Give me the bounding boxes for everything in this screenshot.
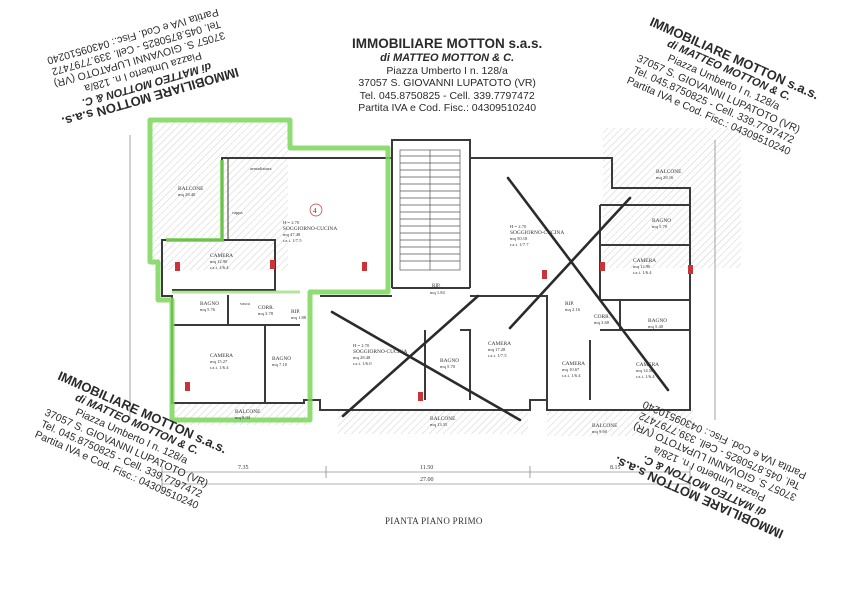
room-label-16-line-0: CAMERA (633, 258, 656, 264)
room-label-10-line-1: mq 5.70 (440, 364, 456, 369)
room-label-2-line-0: CAMERA (210, 253, 233, 259)
room-label-3-line-0: BAGNO (200, 301, 219, 307)
room-label-11-line-1: mq 17.28 (488, 347, 506, 352)
dim-total: 27.00 (420, 477, 434, 483)
room-label-9-line-3: r.a.i. 1/6.0 (353, 361, 372, 366)
room-label-1-line-0: H = 2.70 (283, 220, 300, 225)
room-label-21-line-2: r.a.i. 1/6.4 (636, 374, 655, 379)
label-rip-area: mq 1.84 (430, 290, 446, 295)
room-label-6-line-2: r.a.i. 1/6.4 (210, 365, 229, 370)
room-label-1-line-2: mq 47.48 (283, 232, 301, 237)
room-label-11-line-0: CAMERA (488, 341, 511, 347)
room-label-6-line-1: mq 15.27 (210, 359, 228, 364)
room-label-11-line-2: r.a.i. 1/7.5 (488, 353, 507, 358)
room-label-22-line-1: mq 9.60 (592, 429, 608, 434)
room-label-3-line-1: mq 5.76 (200, 307, 216, 312)
room-label-5-line-1: mq 1.88 (291, 315, 307, 320)
label-armadiatura: armadiatura (250, 166, 272, 171)
room-label-13-line-2: mq 50.18 (510, 236, 528, 241)
label-vasca: vasca (240, 301, 250, 306)
room-label-2-line-1: mq 12.90 (210, 259, 228, 264)
room-label-1-line-1: SOGGIORNO-CUCINA (283, 226, 337, 232)
cross-out-marks (330, 176, 670, 422)
room-label-14-line-0: BALCONE (656, 169, 682, 175)
dim-2: 11.50 (420, 465, 433, 471)
room-label-8-line-0: BALCONE (235, 409, 261, 415)
plan-caption: PIANTA PIANO PRIMO (385, 516, 483, 526)
room-label-2-line-2: r.a.i. 1/6.4 (210, 265, 229, 270)
agency-stamp-main: IMMOBILIARE MOTTON s.a.s. di MATTEO MOTT… (352, 36, 542, 114)
room-label-8-line-1: mq 8.04 (235, 415, 251, 420)
room-label-20-line-0: CAMERA (562, 361, 585, 367)
agency-vat: Partita IVA e Cod. Fisc.: 04309510240 (358, 102, 537, 115)
apartment-number: 4 (313, 207, 317, 215)
room-label-7-line-0: BAGNO (272, 356, 291, 362)
agency-address: Piazza Umberto I n. 128/a (386, 64, 508, 77)
room-label-0-line-1: mq 28.40 (178, 192, 196, 197)
agency-city: 37057 S. GIOVANNI LUPATOTO (VR) (358, 77, 536, 90)
room-label-10-line-0: BAGNO (440, 358, 459, 364)
room-label-0-line-0: BALCONE (178, 186, 204, 192)
dim-1: 7.35 (238, 465, 249, 471)
room-label-9-line-2: mq 28.48 (353, 355, 371, 360)
label-rip-stair: RIP. (432, 284, 440, 289)
room-label-18-line-0: CORR. (594, 314, 610, 320)
room-label-5-line-0: RIP. (291, 309, 300, 315)
room-label-7-line-1: mq 7.10 (272, 362, 288, 367)
room-label-16-line-1: mq 12.90 (633, 264, 651, 269)
room-label-6-line-0: CAMERA (210, 353, 233, 359)
room-label-20-line-1: mq 10.67 (562, 367, 580, 372)
label-cappa: cappa (232, 210, 243, 215)
room-label-12-line-1: mq 13.35 (430, 422, 448, 427)
dim-3: 8.15 (610, 465, 621, 471)
balcony-hatching (152, 122, 741, 436)
room-label-17-line-0: RIP. (565, 301, 574, 307)
room-label-19-line-1: mq 5.40 (648, 324, 664, 329)
selected-apartment-outline (147, 117, 391, 423)
agency-name: IMMOBILIARE MOTTON s.a.s. (352, 36, 543, 51)
room-label-21-line-0: CAMERA (636, 362, 659, 368)
room-label-13-line-1: SOGGIORNO-CUCINA (510, 230, 564, 236)
room-label-4-line-0: CORR. (258, 305, 274, 311)
room-label-17-line-1: mq 2.16 (565, 307, 581, 312)
dimension-lines (129, 135, 716, 490)
room-label-13-line-0: H = 2.70 (510, 224, 527, 229)
room-label-1-line-3: r.a.i. 1/7.5 (283, 238, 302, 243)
room-label-4-line-1: mq 3.78 (258, 311, 274, 316)
room-label-22-line-0: BALCONE (592, 423, 618, 429)
radiator-markers (175, 260, 693, 401)
staircase (399, 149, 461, 271)
room-label-15-line-1: mq 5.70 (652, 224, 668, 229)
room-label-16-line-2: r.a.i. 1/6.4 (633, 270, 652, 275)
agency-owner: di MATTEO MOTTON & C. (380, 51, 515, 64)
room-label-21-line-1: mq 14.56 (636, 368, 654, 373)
room-label-14-line-1: mq 28.16 (656, 175, 674, 180)
room-label-9-line-1: SOGGIORNO-CUCINA (353, 349, 407, 355)
room-label-19-line-0: BAGNO (648, 318, 667, 324)
room-label-12-line-0: BALCONE (430, 416, 456, 422)
room-label-18-line-1: mq 3.68 (594, 320, 610, 325)
room-label-15-line-0: BAGNO (652, 218, 671, 224)
room-label-9-line-0: H = 2.70 (353, 343, 370, 348)
room-label-20-line-2: r.a.i. 1/6.4 (562, 373, 581, 378)
agency-phones: Tel. 045.8750825 - Cell. 339.7797472 (359, 89, 535, 102)
room-label-13-line-3: r.a.i. 1/7.7 (510, 242, 529, 247)
